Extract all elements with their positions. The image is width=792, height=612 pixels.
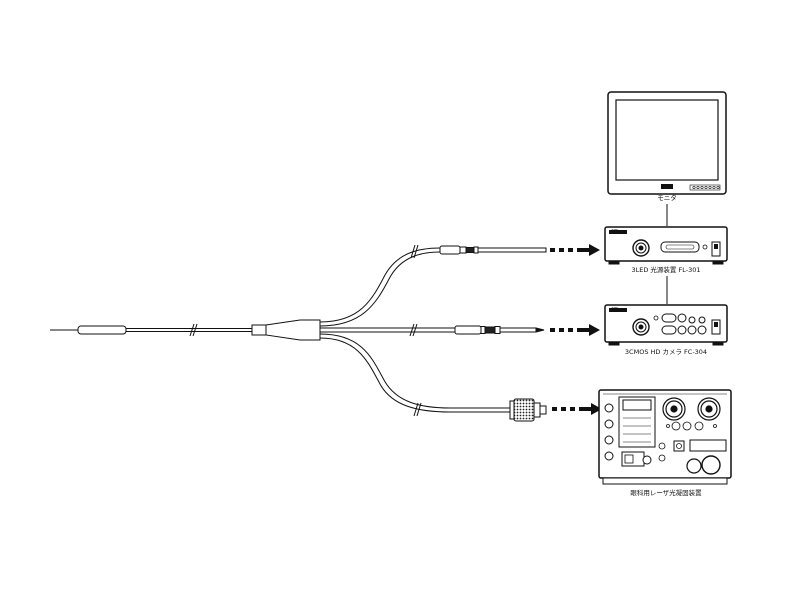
- laser-dial-right: [697, 397, 721, 421]
- camera-brand-mark: Vitec: [612, 308, 624, 313]
- laser-device: [598, 389, 732, 485]
- light-cable-break-mark: [410, 244, 419, 259]
- laser-dial-left: [662, 397, 686, 421]
- camera-device: Vitec: [604, 304, 728, 346]
- monitor-screen: [615, 99, 719, 181]
- monitor-brand-mark: TWB: [662, 184, 672, 189]
- camera-control-buttons: [661, 313, 707, 335]
- monitor-label: モニタ: [657, 193, 677, 202]
- laser-fiber-connector: [509, 398, 547, 422]
- laser-label: 眼科用レーザ光凝固装置: [630, 488, 702, 497]
- laser-emergency-stop: [701, 455, 721, 475]
- laser-filter-panel: [618, 396, 656, 448]
- camera-cable: [320, 327, 455, 333]
- camera-cable-break-mark: [409, 323, 418, 337]
- monitor: TWB: [607, 91, 727, 195]
- arrow-to-laser: [552, 403, 602, 415]
- arrow-to-camera: [550, 324, 600, 336]
- camera-head-connector: [454, 325, 545, 335]
- endoscope-probe: [50, 319, 321, 341]
- cable-break-mark: [189, 323, 198, 337]
- laser-fiber-cable: [319, 333, 510, 413]
- camera-label: 3CMOS HD カメラ FC-304: [625, 348, 707, 356]
- light-guide-cable: [319, 247, 441, 327]
- monitor-buttons: [689, 184, 721, 191]
- laser-indicator-row: [666, 421, 717, 431]
- cable-collar: [251, 324, 267, 336]
- laser-key-switch: [686, 458, 702, 474]
- arrow-to-light-source: [550, 244, 600, 256]
- laser-left-knobs: [604, 403, 614, 461]
- light-guide-connector: [439, 245, 547, 255]
- branch-cables: [319, 244, 510, 417]
- main-cable: [126, 328, 252, 332]
- splitter-body: [265, 319, 321, 341]
- laser-digital-display: [689, 439, 727, 452]
- light-source-label: 3LED 光源装置 FL-301: [632, 265, 701, 274]
- light-source-device: Vitec: [604, 226, 728, 265]
- light-source-brand-mark: Vitec: [612, 230, 624, 235]
- laser-cable-break-mark: [413, 402, 422, 417]
- probe-handle: [77, 325, 127, 335]
